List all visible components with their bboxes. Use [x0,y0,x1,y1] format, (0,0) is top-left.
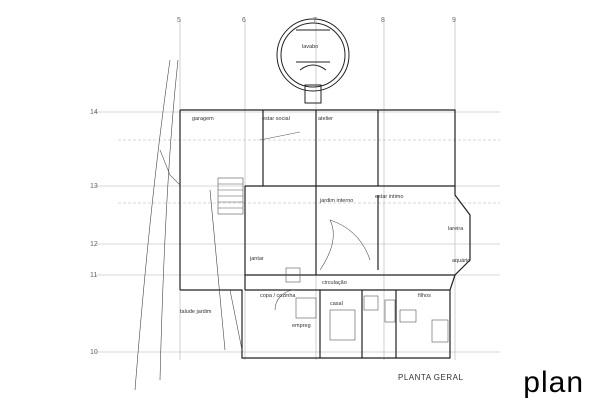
room-labels: garagem estar social atelier jardim inte… [180,44,470,329]
caption-text: plan [523,366,584,399]
grid-labels: 5 6 7 8 9 14 13 12 11 10 [90,17,456,356]
room-label-talude-jardim: talude jardim [180,309,212,315]
room-label-estar-social: estar social [262,116,290,122]
room-label-lavabo: lavabo [302,44,318,50]
room-label-lareira: lareira [448,226,464,232]
grid-row-label: 10 [90,349,98,356]
drawing-title: PLANTA GERAL [398,373,463,382]
grid-col-label: 6 [242,17,246,24]
room-label-filhos: filhos [418,293,431,299]
exterior-walls [179,109,471,359]
room-label-empreg: empreg [292,323,311,329]
terrain-lines [134,59,243,391]
room-label-casal: casal [330,301,343,307]
room-label-aquario: aquário [452,258,470,264]
grid-col-label: 7 [313,17,317,24]
lavabo-tower [276,18,350,104]
grid-row-label: 12 [90,241,98,248]
grid-row-label: 14 [90,109,98,116]
room-label-jardim-interno: jardim interno [319,198,353,204]
room-label-estar-intimo: estar intimo [375,194,403,200]
room-label-atelier: atelier [318,116,333,122]
grid-lines [95,20,500,360]
grid-col-label: 8 [381,17,385,24]
grid-row-label: 11 [90,272,97,279]
room-label-circulacao: circulação [322,280,347,286]
grid-row-label: 13 [90,183,98,190]
grid-col-label: 5 [177,17,181,24]
room-label-copa-cozinha: copa / cozinha [260,293,296,299]
room-label-garagem: garagem [192,116,214,122]
grid-col-label: 9 [452,17,456,24]
room-label-jantar: jantar [249,256,264,262]
interior-details [159,131,449,343]
